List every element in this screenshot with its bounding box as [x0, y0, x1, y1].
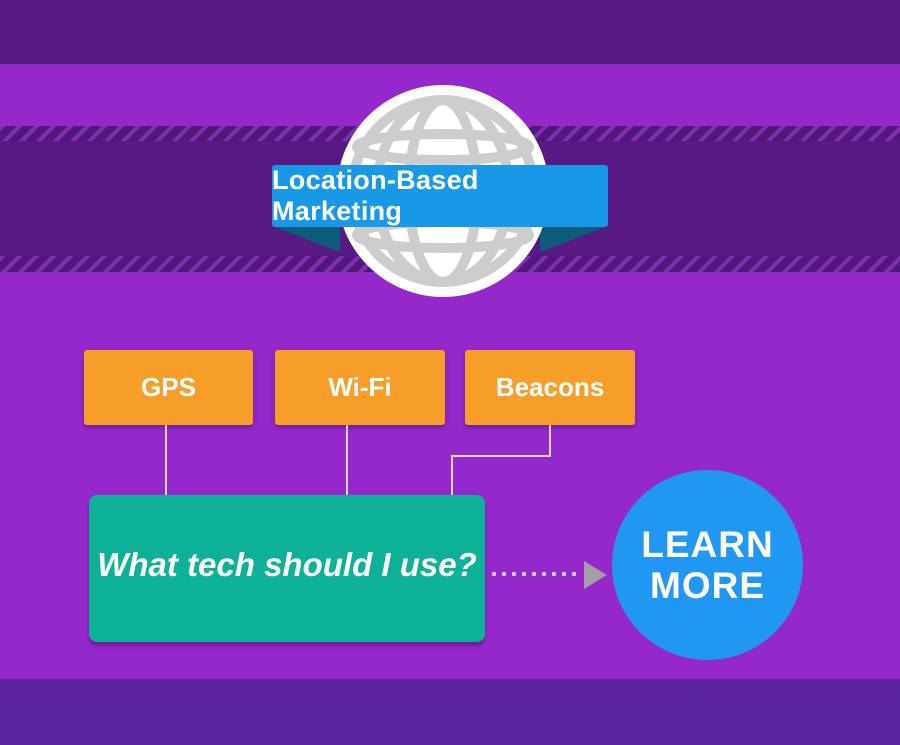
learn-more-button[interactable]: LEARN MORE [612, 470, 803, 660]
dot [492, 572, 496, 576]
tech-box-beacons: Beacons [465, 350, 635, 425]
dot [542, 572, 546, 576]
tech-box-gps: GPS [84, 350, 253, 425]
title-banner: Location-Based Marketing [272, 165, 608, 227]
dot [562, 572, 566, 576]
connector-gps [165, 425, 167, 496]
connector-beacons-horizontal [451, 455, 551, 457]
dot [532, 572, 536, 576]
connector-beacons-vertical-top [549, 425, 551, 457]
tech-box-beacons-label: Beacons [495, 372, 605, 402]
learn-more-line2: MORE [650, 565, 765, 606]
question-box-label: What tech should I use? [97, 545, 477, 583]
dot [552, 572, 556, 576]
dot [502, 572, 506, 576]
tech-box-wifi: Wi-Fi [275, 350, 445, 425]
connector-beacons-vertical-bottom [451, 455, 453, 496]
dot [522, 572, 526, 576]
connector-wifi [346, 425, 348, 496]
dot [572, 572, 576, 576]
learn-more-line1: LEARN [641, 523, 774, 565]
tech-box-wifi-label: Wi-Fi [328, 372, 392, 402]
question-box: What tech should I use? [89, 495, 485, 642]
tech-box-gps-label: GPS [141, 372, 196, 402]
dot [512, 572, 516, 576]
title-banner-label: Location-Based Marketing [272, 165, 479, 226]
bottom-dark-band [0, 679, 900, 745]
dotted-line [492, 572, 576, 576]
arrow-right-icon [584, 561, 607, 589]
top-dark-band [0, 0, 900, 64]
